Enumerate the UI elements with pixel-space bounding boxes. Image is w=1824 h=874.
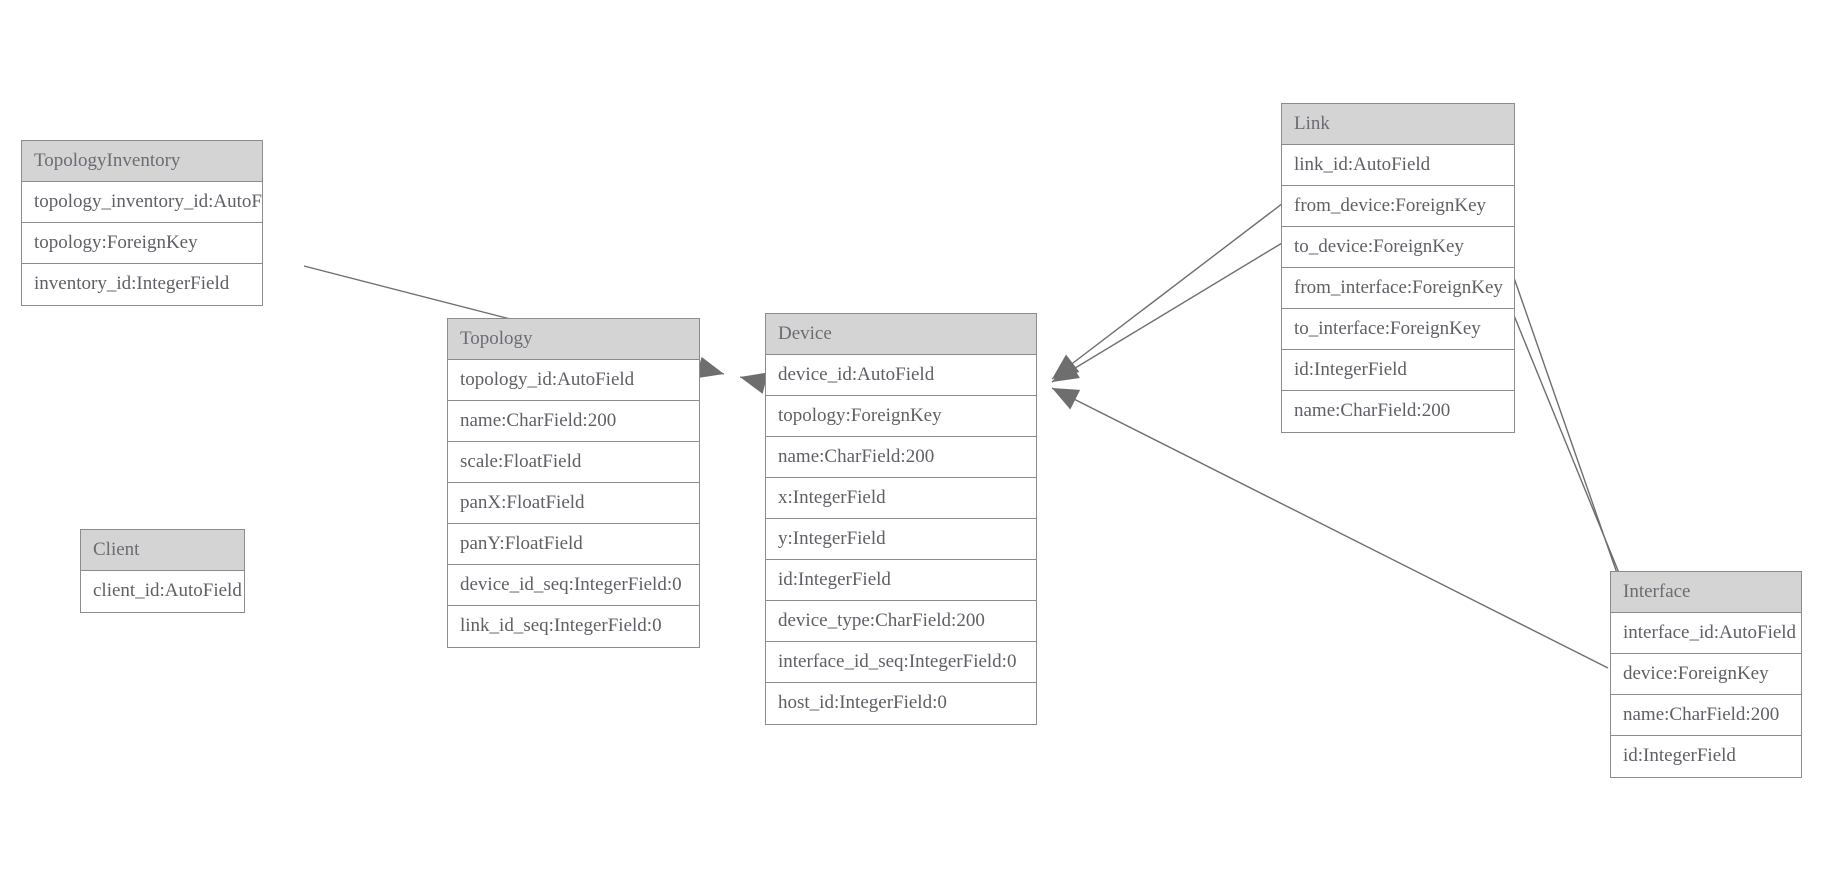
relationship-line — [1512, 274, 1635, 623]
relationship-link-to-device — [1051, 239, 1288, 383]
entity-title-interface: Interface — [1611, 572, 1801, 613]
relationship-line — [1051, 199, 1288, 380]
field-row[interactable]: from_interface:ForeignKey — [1282, 268, 1514, 309]
relationship-arrowhead — [1052, 388, 1081, 410]
field-row[interactable]: topology_id:AutoField — [448, 360, 699, 401]
field-row[interactable]: topology_inventory_id:AutoField — [22, 182, 262, 223]
field-row[interactable]: panX:FloatField — [448, 483, 699, 524]
relationship-link-from-device — [1051, 199, 1288, 380]
field-row[interactable]: device_id_seq:IntegerField:0 — [448, 565, 699, 606]
field-row[interactable]: device_id:AutoField — [766, 355, 1036, 396]
field-row[interactable]: link_id:AutoField — [1282, 145, 1514, 186]
field-row[interactable]: to_interface:ForeignKey — [1282, 309, 1514, 350]
entity-fields-client: client_id:AutoField — [81, 571, 244, 612]
field-row[interactable]: name:CharField:200 — [1611, 695, 1801, 736]
entity-title-topology: Topology — [448, 319, 699, 360]
field-row[interactable]: interface_id_seq:IntegerField:0 — [766, 642, 1036, 683]
relationship-line — [1051, 239, 1288, 383]
relationship-arrowhead — [696, 356, 724, 379]
relationship-arrowhead — [1052, 354, 1080, 379]
relationship-arrowhead — [1052, 359, 1080, 382]
field-row[interactable]: client_id:AutoField — [81, 571, 244, 612]
entity-title-link: Link — [1282, 104, 1514, 145]
field-row[interactable]: id:IntegerField — [1611, 736, 1801, 777]
relationship-link-from-interface — [1512, 274, 1636, 623]
field-row[interactable]: scale:FloatField — [448, 442, 699, 483]
field-row[interactable]: device:ForeignKey — [1611, 654, 1801, 695]
field-row[interactable]: id:IntegerField — [1282, 350, 1514, 391]
field-row[interactable]: id:IntegerField — [766, 560, 1036, 601]
field-row[interactable]: topology:ForeignKey — [766, 396, 1036, 437]
field-row[interactable]: name:CharField:200 — [1282, 391, 1514, 432]
field-row[interactable]: panY:FloatField — [448, 524, 699, 565]
field-row[interactable]: host_id:IntegerField:0 — [766, 683, 1036, 724]
field-row[interactable]: interface_id:AutoField — [1611, 613, 1801, 654]
entity-title-device: Device — [766, 314, 1036, 355]
field-row[interactable]: link_id_seq:IntegerField:0 — [448, 606, 699, 647]
relationship-arrowhead — [740, 372, 768, 394]
field-row[interactable]: to_device:ForeignKey — [1282, 227, 1514, 268]
entity-title-topologyinventory: TopologyInventory — [22, 141, 262, 182]
field-row[interactable]: x:IntegerField — [766, 478, 1036, 519]
entity-fields-topologyinventory: topology_inventory_id:AutoFieldtopology:… — [22, 182, 262, 305]
field-row[interactable]: name:CharField:200 — [766, 437, 1036, 478]
field-row[interactable]: inventory_id:IntegerField — [22, 264, 262, 305]
entity-title-client: Client — [81, 530, 244, 571]
field-row[interactable]: from_device:ForeignKey — [1282, 186, 1514, 227]
field-row[interactable]: name:CharField:200 — [448, 401, 699, 442]
field-row[interactable]: topology:ForeignKey — [22, 223, 262, 264]
field-row[interactable]: device_type:CharField:200 — [766, 601, 1036, 642]
field-row[interactable]: y:IntegerField — [766, 519, 1036, 560]
